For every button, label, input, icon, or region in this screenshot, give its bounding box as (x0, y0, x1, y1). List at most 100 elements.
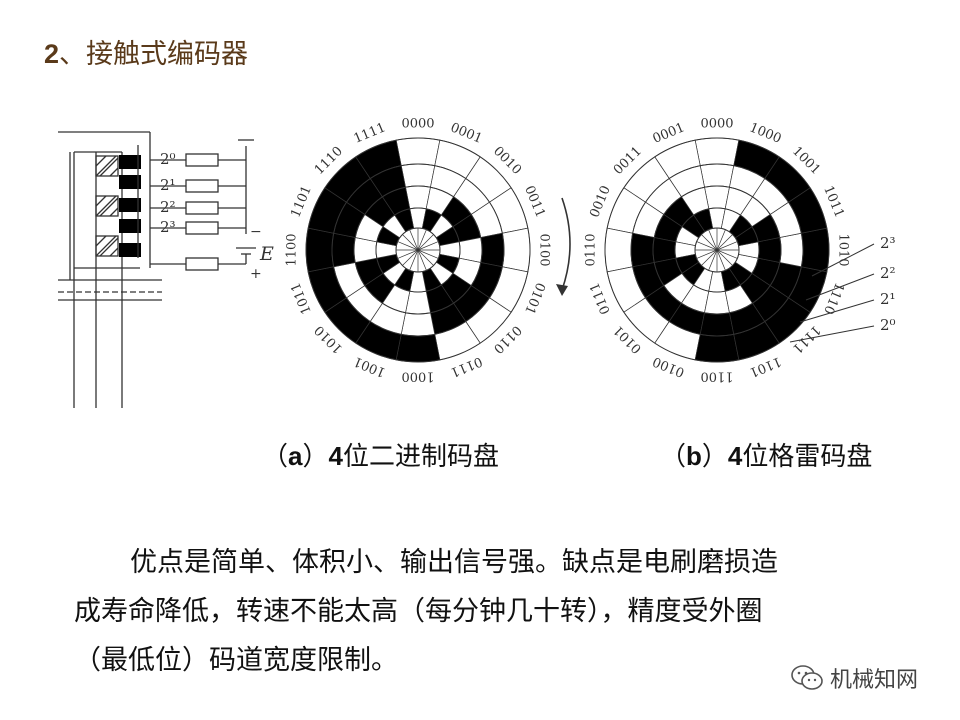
binary-hub-spoke-9 (409, 249, 419, 271)
caption-a-paren-close: ） (302, 442, 329, 472)
gray-sector-12-track-0 (800, 227, 830, 273)
binary-sector-0-track-1 (400, 163, 436, 188)
caption-b-paren-open: （ (660, 442, 687, 472)
binary-hub-spoke-6 (417, 249, 434, 266)
gray-hub-spoke-13 (696, 241, 718, 251)
binary-hub-spoke-10 (402, 249, 419, 266)
gray-hub-spoke-6 (716, 249, 733, 266)
hatch-1 (95, 155, 119, 177)
binary-code-label-8: 1000 (401, 369, 434, 384)
track-label-2-2: 2² (880, 264, 896, 282)
gray-code-label-4: 0110 (584, 233, 599, 266)
binary-hub-spoke-11 (397, 249, 419, 259)
gray-code-label-0: 0000 (700, 117, 733, 132)
gray-hub-spoke-3 (716, 241, 738, 251)
bit-label-0: 2⁰ (160, 150, 176, 168)
binary-ring-1 (331, 163, 505, 337)
hatch-2 (95, 195, 119, 217)
binary-sector-4-track-1 (480, 232, 505, 268)
track-leader-2 (799, 299, 875, 323)
track-label-2-0: 2⁰ (880, 316, 896, 334)
binary-code-label-13: 1101 (288, 184, 315, 220)
caption-b-letter: b (686, 441, 702, 471)
binary-code-label-11: 1011 (288, 280, 315, 316)
track-label-2-1: 2¹ (880, 290, 896, 308)
binary-hub-spoke-5 (417, 249, 439, 259)
minus-sign: − (250, 224, 262, 240)
binary-ring-3 (375, 207, 461, 293)
gray-sector-8-track-1 (699, 312, 735, 337)
track-leader-lines (789, 243, 875, 343)
gray-code-label-1: 0001 (651, 120, 687, 147)
gray-code-label-7: 0100 (651, 353, 687, 380)
caption-binary-disk: （a）4位二进制码盘 (262, 436, 499, 473)
binary-sector-12-track-1 (331, 232, 356, 268)
binary-code-label-12: 1100 (285, 233, 300, 266)
binary-code-label-9: 1001 (352, 353, 388, 380)
binary-code-label-15: 1111 (352, 120, 388, 147)
caption-b-bits: 4 (727, 441, 743, 471)
contact-blocks (119, 155, 141, 257)
gray-sector-0-track-1 (699, 163, 735, 188)
binary-hub-spoke-13 (397, 241, 419, 251)
binary-code-label-7: 0111 (448, 353, 484, 380)
wechat-icon (791, 665, 823, 690)
body-line-3: （最低位）码道宽度限制。 (74, 645, 398, 676)
gray-ring-2 (652, 185, 782, 315)
bit-label-3: 2³ (160, 218, 176, 236)
binary-ring-4 (395, 227, 441, 273)
bit-label-1: 2¹ (160, 176, 176, 194)
caption-a-paren-open: （ (262, 442, 289, 472)
title-number: 2 (44, 39, 60, 69)
binary-code-label-0: 0000 (401, 117, 434, 132)
watermark: 机械知网 (790, 662, 918, 694)
gray-sector-4-track-0 (604, 227, 634, 273)
track-leader-1 (805, 273, 875, 301)
track-leader-0 (811, 243, 875, 277)
gray-hub-spoke-10 (701, 249, 718, 266)
binary-sector-4-track-0 (501, 227, 531, 273)
gray-code-label-8: 1100 (700, 369, 733, 384)
body-line-2: 成寿命降低，转速不能太高（每分钟几十转），精度受外圈 (74, 596, 763, 627)
binary-ring-2 (353, 185, 483, 315)
voltage-label: E (259, 243, 274, 265)
binary-sector-12-track-0 (305, 227, 335, 273)
body-line-1: 优点是简单、体积小、输出信号强。缺点是电刷磨损造 (130, 547, 778, 578)
binary-hub-spoke-7 (417, 249, 427, 271)
binary-hub-spoke-14 (402, 234, 419, 251)
gray-hub-spoke-14 (701, 234, 718, 251)
circuit-labels: 2⁰ 2¹ 2² 2³ E − + (160, 150, 274, 282)
binary-sector-8-track-1 (400, 312, 436, 337)
gray-code-label-3: 0010 (587, 184, 614, 220)
binary-hub-spoke-1 (417, 229, 427, 251)
gray-code-label-13: 1011 (820, 184, 847, 220)
slide-title: 2、接触式编码器 (44, 32, 248, 71)
binary-code-label-1: 0001 (448, 120, 484, 147)
gray-hub-spoke-1 (716, 229, 726, 251)
caption-b-paren-close: ） (701, 442, 728, 472)
gray-code-label-9: 1101 (747, 353, 783, 380)
bit-label-2: 2² (160, 198, 176, 216)
gray-ring-0 (604, 137, 830, 363)
binary-code-label-3: 0011 (521, 184, 548, 220)
binary-sector-8-track-0 (395, 333, 441, 363)
resistor-branches (150, 153, 246, 271)
title-text: 、接触式编码器 (59, 39, 249, 70)
caption-gray-disk: （b）4位格雷码盘 (660, 436, 872, 473)
gray-sector-12-track-1 (779, 232, 804, 268)
body-paragraph: 优点是简单、体积小、输出信号强。缺点是电刷磨损造 成寿命降低，转速不能太高（每分… (74, 538, 916, 685)
gray-hub-spoke-9 (708, 249, 718, 271)
binary-hub-spoke-2 (417, 234, 434, 251)
caption-a-letter: a (288, 441, 303, 471)
binary-hub-spoke-3 (417, 241, 439, 251)
gray-ring-3 (674, 207, 760, 293)
track-label-2-3: 2³ (880, 234, 896, 252)
caption-a-bits: 4 (328, 441, 343, 471)
gray-hub-spoke-5 (716, 249, 738, 259)
watermark-text: 机械知网 (830, 668, 919, 693)
rotation-arrow (561, 197, 571, 291)
gray-hub-spoke-7 (716, 249, 726, 271)
caption-b-text: 位格雷码盘 (742, 442, 873, 472)
